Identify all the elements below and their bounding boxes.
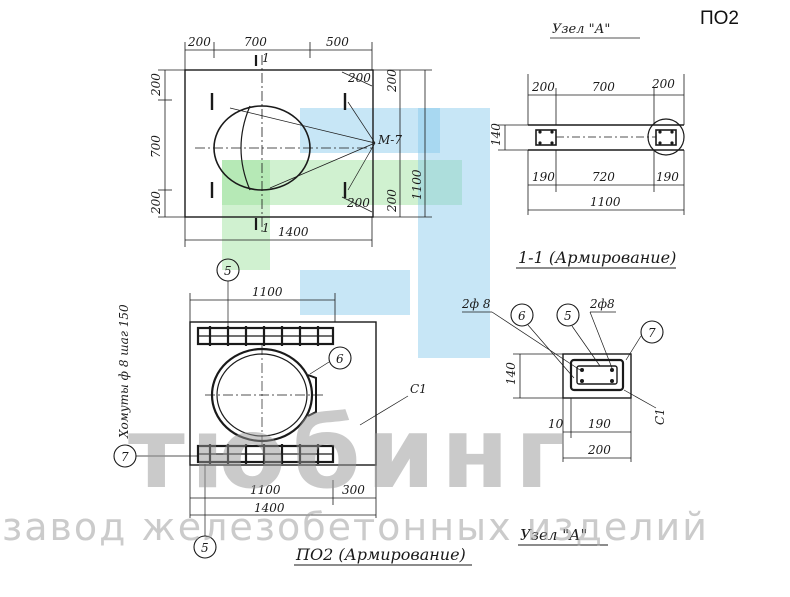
node-a-bar-label-left: 2ф 8 (461, 297, 491, 311)
node-a-bar-label-right: 2ф8 (589, 297, 615, 311)
node-a-callout-5: 5 (564, 309, 572, 323)
plan-corner-dim-1: 200 (347, 71, 371, 85)
node-a-top-dim-2: 700 (592, 80, 615, 94)
reinf-bottom-cage-stirrups (208, 444, 320, 464)
plan-top-dim-2: 700 (244, 35, 267, 49)
node-a-top-title: Узел "А" (552, 22, 610, 37)
reinf-bottom-dim-2: 300 (342, 483, 365, 497)
node-a-bottom-dim-3: 190 (656, 170, 679, 184)
plan-top-dim-1: 200 (187, 35, 211, 49)
plan-right-dim-1: 200 (385, 69, 399, 93)
node-a-detail-dim-10: 10 (548, 417, 564, 431)
watermark-brand-text: тюбинг (128, 397, 573, 511)
node-a-height-dim: 140 (489, 123, 503, 146)
node-a-callout-6: 6 (518, 309, 526, 323)
plan-bottom-dim: 1400 (278, 225, 309, 239)
node-a-detail-dim-200: 200 (587, 443, 611, 457)
watermark-subtitle-text: завод железобетонных изделий (2, 505, 709, 549)
node-a-bottom-dim-1: 190 (532, 170, 555, 184)
node-a-overall-dim: 1100 (590, 195, 621, 209)
plan-left-dim-2: 700 (149, 135, 163, 158)
plan-top-dim-3: 500 (326, 35, 349, 49)
node-a-detail-height-dim: 140 (504, 362, 518, 385)
node-a-detail-c1-label: С1 (653, 408, 667, 425)
reinf-top-cage-stirrups (208, 326, 320, 346)
node-a-detail-title: Узел "А" (520, 526, 587, 544)
logo-watermark-shapes (222, 108, 490, 358)
reinforcement-plan-view: 5 1100 (113, 258, 472, 566)
reinf-callout-6: 6 (336, 352, 344, 366)
reinf-overall-dim: 1400 (254, 501, 285, 515)
reinf-callout-5-top: 5 (224, 264, 232, 278)
reinf-callout-5-bottom: 5 (201, 541, 209, 555)
reinf-bottom-dim-1: 1100 (250, 483, 281, 497)
plan-section-mark-bottom: 1 (262, 221, 270, 235)
plan-section-mark-top: 1 (262, 51, 270, 65)
reinf-callout-7: 7 (121, 450, 129, 464)
plan-left-dim-3: 200 (149, 191, 163, 215)
section-1-1-title: 1-1 (Армирование) (518, 248, 676, 267)
plan-left-dim-1: 200 (149, 73, 163, 97)
node-a-top-dim-3: 200 (651, 77, 675, 91)
node-a-callout-7: 7 (648, 326, 656, 340)
reinf-c1-label: С1 (410, 382, 427, 396)
node-a-detail-view: 2ф 8 2ф8 6 5 7 140 С1 10 190 (461, 297, 667, 546)
plan-loop-label: М-7 (377, 133, 402, 147)
node-a-top-dim-1: 200 (531, 80, 555, 94)
reinf-top-dim: 1100 (252, 285, 283, 299)
plan-right-dim-3: 1100 (410, 169, 424, 200)
plan-view: 200 700 500 200 700 200 200 200 200 200 … (149, 35, 432, 247)
reinf-clamps-note: Хомуты ф 8 шаг 150 (117, 304, 131, 439)
product-code-label: ПО2 (700, 8, 740, 29)
plan-corner-dim-2: 200 (346, 196, 370, 210)
plan-right-dim-2: 200 (385, 189, 399, 213)
node-a-detail-dim-190: 190 (588, 417, 611, 431)
reinf-title: ПО2 (Армирование) (295, 545, 466, 564)
node-a-bottom-dim-2: 720 (592, 170, 615, 184)
node-a-top-view: Узел "А" 200 700 200 140 190 720 (489, 22, 685, 215)
